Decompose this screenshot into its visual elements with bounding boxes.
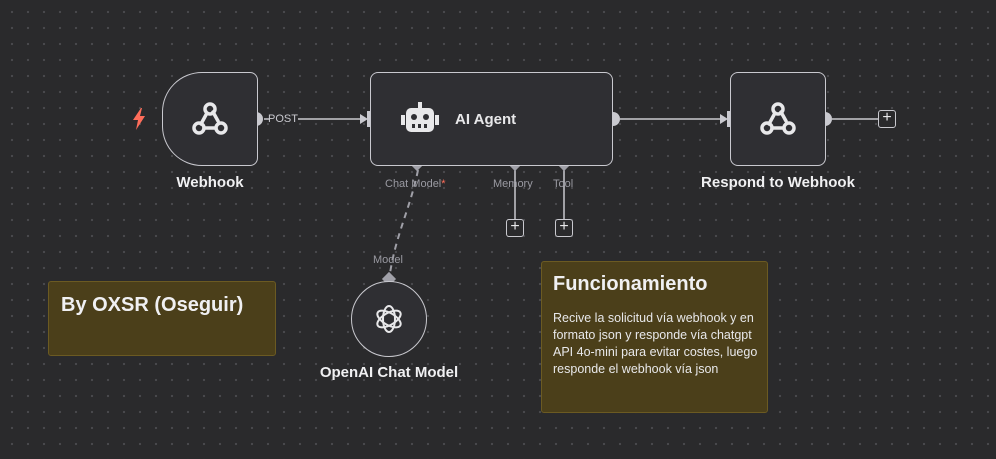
add-tool-button[interactable]: + — [555, 219, 573, 237]
author-note-text: By OXSR (Oseguir) — [61, 294, 244, 316]
openai-icon — [376, 305, 402, 333]
webhook-icon — [760, 102, 796, 135]
add-memory-button[interactable]: + — [506, 219, 524, 237]
add-node-button[interactable]: + — [878, 110, 896, 128]
info-sticky-note[interactable]: Funcionamiento Recive la solicitud vía w… — [541, 261, 768, 413]
memory-port-label: Memory — [493, 178, 533, 190]
webhook-node[interactable] — [162, 72, 258, 166]
webhook-node-label: Webhook — [176, 174, 244, 191]
tool-port-label: Tool — [553, 178, 574, 190]
info-note-title: Funcionamiento — [553, 273, 708, 295]
openai-node-label: OpenAI Chat Model — [319, 364, 459, 381]
robot-icon — [401, 102, 439, 132]
ai-agent-node[interactable]: AI Agent — [370, 72, 613, 166]
lightning-icon — [133, 108, 145, 130]
ai-agent-label: AI Agent — [455, 110, 517, 128]
info-note-body: Recive la solicitud vía webhook y en for… — [553, 311, 758, 376]
edge-label-post: POST — [268, 113, 298, 125]
respond-to-webhook-node[interactable] — [730, 72, 826, 166]
respond-node-label: Respond to Webhook — [701, 174, 855, 191]
chat-model-port-label: Chat Model* — [385, 178, 446, 190]
agent-input-port — [367, 111, 371, 127]
openai-chat-model-node[interactable] — [351, 281, 427, 357]
edge-model-agent — [388, 169, 419, 281]
webhook-icon — [192, 102, 228, 135]
respond-input-port — [727, 111, 731, 127]
author-sticky-note[interactable]: By OXSR (Oseguir) — [48, 281, 276, 356]
model-port-label: Model — [373, 254, 403, 266]
